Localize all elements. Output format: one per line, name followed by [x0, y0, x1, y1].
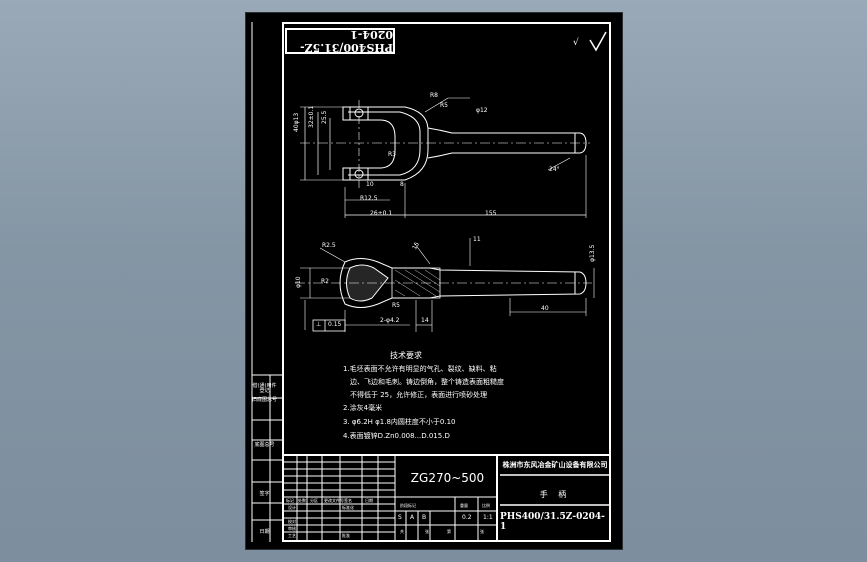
dim-8: 8: [400, 181, 404, 188]
design-label-3: 校对: [288, 519, 296, 524]
row-label-2: 处数: [298, 498, 306, 503]
weight-label: 重量: [460, 503, 468, 508]
tech-item-1: 1.毛坯表面不允许有明显的气孔、裂纹、缺料、粘: [343, 365, 497, 373]
design-label-4: 审核: [288, 526, 296, 531]
tolerance-symbol: ⊥: [316, 321, 322, 328]
dim-10: 10: [366, 181, 374, 188]
stage-mark-s: S: [398, 514, 402, 521]
dim-phi10: φ10: [295, 276, 302, 288]
sheet-total-unit: 张: [425, 529, 429, 534]
dim-25: 25.5: [321, 110, 328, 124]
drawing-number: PHS400/31.5Z-0204-1: [500, 512, 605, 532]
dim-r3: R3: [388, 151, 396, 158]
sheet-num-label: 第: [447, 529, 451, 534]
dim-24: 24°: [549, 166, 560, 173]
part-name: 手 柄: [539, 489, 571, 499]
scale-value: 1:1: [483, 514, 493, 521]
drawing-sheet: [245, 12, 623, 550]
dim-11: 11: [473, 236, 481, 243]
tolerance-value: 0.15: [328, 321, 342, 328]
title-stamp: PHS400/31.5Z-0204-1: [285, 28, 395, 54]
sheet-total-label: 共: [400, 529, 404, 534]
strip-label-2: 旧底图总号: [252, 397, 278, 403]
design-label-2: 标准化: [342, 505, 354, 510]
dim-r5: R5: [440, 102, 448, 109]
dim-155: 155: [485, 210, 497, 217]
strip-label-4: 签字: [259, 491, 270, 497]
dim-r5b: R5: [392, 302, 400, 309]
row-label-6: 日期: [365, 498, 373, 503]
strip-label-1: 借(通)用件登记: [252, 383, 277, 394]
tech-item-2: 边、飞边和毛刺。铸边倒角，整个铸造表面粗糙度: [350, 378, 504, 386]
scale-label: 比例: [482, 503, 490, 508]
dim-26: 26±0.1: [370, 210, 393, 217]
row-label-5: 签名: [344, 498, 352, 503]
drawing-border: [282, 22, 611, 542]
dim-r2: R2: [321, 278, 329, 285]
tech-heading: 技术要求: [390, 351, 422, 360]
dim-32: 32±0.1: [308, 105, 315, 128]
dim-phi135: φ13.5: [589, 244, 596, 262]
roughness-symbol: √: [573, 38, 579, 48]
strip-label-5: 日期: [259, 529, 270, 535]
tech-item-3: 不得低于 25，允许修正，表面进行喷砂处理: [350, 391, 488, 399]
dim-40: 40φ13: [293, 112, 300, 132]
row-label-3: 分区: [310, 498, 318, 503]
dim-14: 14: [421, 317, 429, 324]
dim-2phi42: 2-φ4.2: [380, 317, 400, 324]
tech-item-5: 3. φ6.2H φ1.8内圆柱度不小于0.10: [343, 418, 456, 426]
material-field: ZG270~500: [410, 471, 485, 485]
dim-r8: R8: [430, 92, 438, 99]
weight-value: 0.2: [462, 514, 472, 521]
dim-40-side: 40: [541, 305, 549, 312]
design-label-5: 工艺: [288, 533, 296, 538]
row-label-1: 标记: [286, 498, 294, 503]
company-name: 株洲市东风冶金矿山设备有限公司: [502, 461, 608, 469]
stage-mark-a: A: [410, 514, 415, 521]
tech-item-4: 2.涂灰4毫米: [343, 404, 383, 412]
stage-label: 阶段标记: [400, 503, 416, 508]
design-label-1: 设计: [288, 505, 296, 510]
dim-r25: R2.5: [322, 242, 336, 249]
strip-label-3: 底图总号: [254, 442, 275, 448]
dim-dia12: φ12: [476, 107, 488, 114]
tech-item-6: 4.表面镀锌D.Zn0.008...D.015.D: [343, 432, 450, 440]
sheet-num-unit: 张: [480, 529, 484, 534]
design-label-6: 批准: [342, 533, 350, 538]
title-stamp-text: PHS400/31.5Z-0204-1: [300, 28, 393, 54]
dim-r12: R12.5: [360, 195, 378, 202]
row-label-4: 更改文件号: [324, 498, 344, 503]
stage-mark-b: B: [422, 514, 427, 521]
